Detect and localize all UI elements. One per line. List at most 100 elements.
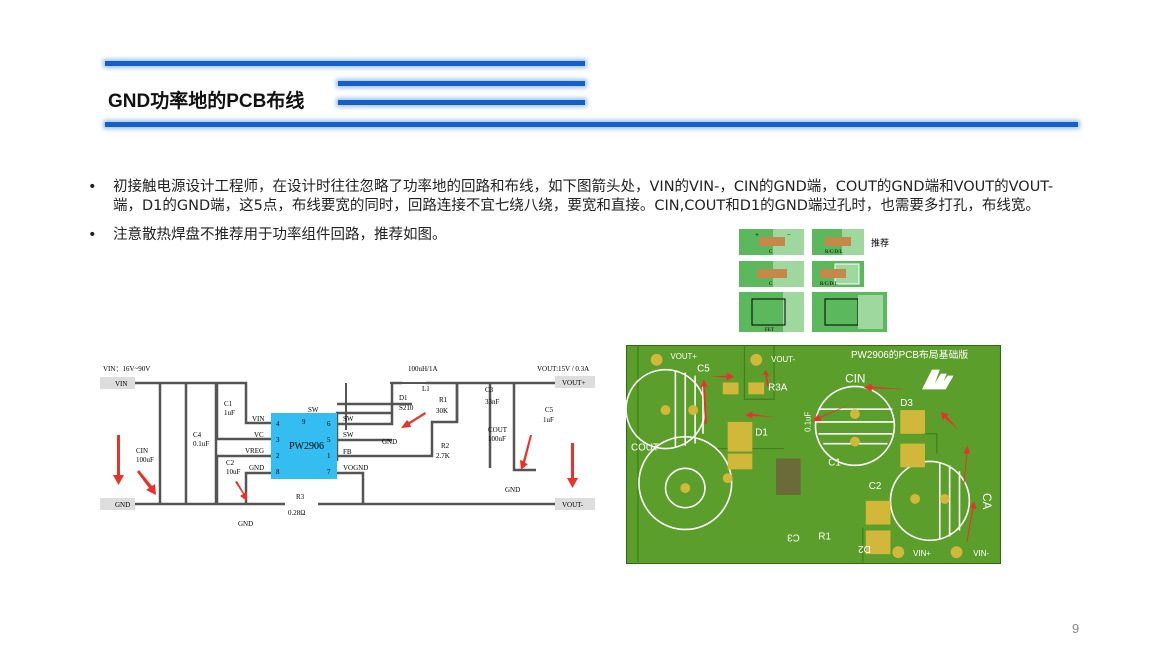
part-label: COUT (488, 426, 508, 434)
pin-num: 9 (302, 418, 306, 426)
port-vin (100, 377, 135, 389)
port-label: VIN (115, 380, 127, 388)
bullet-item: 初接触电源设计工程师，在设计时往往忽略了功率地的回路和布线，如下图箭头处，VIN… (88, 178, 1073, 216)
pcb-label: C1 (828, 457, 841, 468)
pin-label: SW (343, 415, 354, 423)
page-number: 9 (1072, 621, 1080, 636)
pcb-label: VOUT- (771, 355, 795, 364)
pcb-label: R3A (768, 382, 788, 393)
footprint-c-thermal: C (739, 261, 804, 287)
part-label: S210 (399, 404, 414, 412)
footprint-figure: + − C R/C/D/L 推荐 C R/C/D/L FET (739, 229, 889, 333)
pcb-label: D1 (755, 428, 768, 439)
gnd-label: GND (382, 438, 397, 446)
part-label: R2 (441, 442, 450, 450)
recommend-label: 推荐 (871, 237, 889, 248)
vin-spec: VIN：16V~90V (103, 365, 150, 373)
pcb-label: CA (980, 493, 994, 510)
red-arrows (700, 369, 977, 543)
pin-label: SW (343, 431, 354, 439)
ic-chip (776, 458, 801, 495)
gnd-label: GND (238, 520, 253, 528)
pcb-label: D2 (858, 543, 871, 554)
footprint-label: R/C/D/L (820, 282, 838, 287)
part-label: 33nF (485, 398, 500, 406)
part-label: L1 (422, 385, 430, 393)
pcb-label: C3 (787, 531, 800, 542)
part-label: 0.1uF (193, 440, 209, 448)
part-label: 30K (436, 407, 448, 415)
footprint-c-good: + − C (739, 229, 804, 255)
title-bar (338, 100, 585, 105)
bullet-item: 注意散热焊盘不推荐用于功率组件回路，推荐如图。 (88, 226, 1073, 245)
port-label: VOUT+ (562, 379, 585, 387)
title-bar (105, 122, 1078, 127)
pcb-layout: PW2906的PCB布局基础版 VOUT+ VOUT- C5 R3A CIN D… (626, 345, 1001, 564)
pcb-label: VOUT+ (670, 352, 697, 361)
pcb-title: PW2906的PCB布局基础版 (851, 348, 968, 361)
title-bar (105, 61, 585, 66)
vout-spec: VOUT:15V / 0.3A (537, 365, 589, 373)
part-label: 2.7K (436, 452, 450, 460)
pin-label: FB (343, 448, 352, 456)
pin-label: VIN (252, 415, 264, 423)
ic-pw2906 (271, 413, 337, 479)
red-arrows (113, 412, 578, 501)
pcb-label: D3 (900, 398, 913, 409)
footprint-label: C (769, 282, 773, 287)
schematic: VIN GND VOUT+ VOUT- VIN：16V~90V VOUT:15V… (100, 365, 595, 528)
pin-num: 3 (276, 436, 280, 444)
part-label: 1uF (224, 409, 235, 417)
pcb-label: VIN+ (913, 549, 931, 558)
pin-num: 5 (327, 436, 331, 444)
pw-logo (922, 369, 954, 390)
footprint-label: FET (765, 328, 774, 333)
part-label: R1 (439, 396, 448, 404)
ic-name: PW2906 (289, 441, 324, 452)
part-label: R3 (296, 493, 305, 501)
pcb-label: 0.1uF (804, 411, 813, 431)
part-label: C3 (485, 386, 494, 394)
pcb-label: VIN- (973, 549, 989, 558)
minus-label: − (787, 231, 791, 239)
part-label: C5 (545, 406, 554, 414)
pin-num: 4 (276, 420, 280, 428)
pcb-label: CIN (845, 371, 865, 385)
pcb-label: C2 (869, 481, 882, 492)
part-label: C4 (193, 431, 202, 439)
pin-num: 1 (327, 452, 331, 460)
part-label: C1 (224, 400, 233, 408)
pin-label: VOGND (343, 464, 368, 472)
footprint-fet: FET (739, 292, 887, 333)
plus-label: + (755, 231, 759, 239)
part-label: 100uF (488, 435, 506, 443)
footprint-rcdl-thermal: R/C/D/L (812, 261, 864, 287)
port-label: GND (115, 501, 130, 509)
pin-num: 8 (276, 468, 280, 476)
part-label: 10uF (226, 468, 241, 476)
pin-label: VC (254, 431, 264, 439)
pin-label: GND (249, 464, 264, 472)
pin-num: 6 (327, 420, 331, 428)
part-label: D1 (399, 394, 408, 402)
part-label: 100uF (136, 456, 154, 464)
pin-label: SW (308, 406, 319, 414)
slide-title: GND功率地的PCB布线 (108, 91, 305, 112)
gnd-label: GND (505, 486, 520, 494)
footprint-label: R/C/D/L (825, 250, 843, 255)
part-label: 100uH/1A (408, 365, 438, 373)
part-label: CIN (136, 447, 148, 455)
port-label: VOUT- (562, 501, 584, 509)
pcb-label: R1 (818, 531, 831, 542)
part-label: 1uF (543, 416, 554, 424)
part-label: 0.28Ω (288, 509, 305, 517)
pin-num: 2 (276, 452, 280, 460)
pcb-label: C5 (697, 364, 710, 375)
bullet-list: 初接触电源设计工程师，在设计时往往忽略了功率地的回路和布线，如下图箭头处，VIN… (88, 178, 1073, 245)
pin-num: 7 (327, 468, 331, 476)
title-bar (338, 81, 585, 86)
footprint-rcdl-good: R/C/D/L (812, 229, 864, 255)
footprint-label: C (769, 250, 773, 255)
pin-label: VREG (245, 447, 264, 455)
